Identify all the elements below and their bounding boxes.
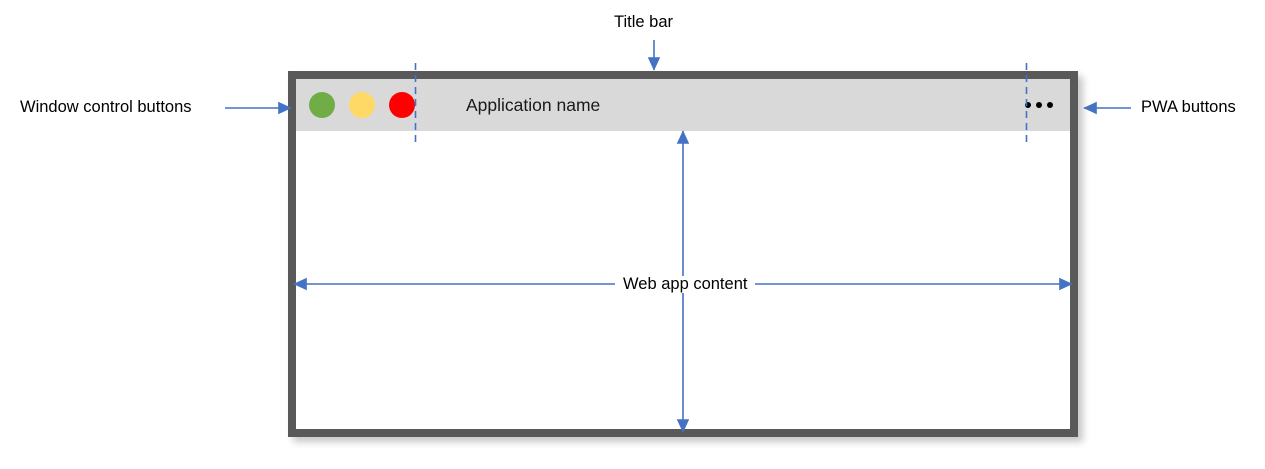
application-window: Application name <box>288 71 1078 437</box>
window-control-buttons <box>309 92 415 118</box>
green-window-button[interactable] <box>309 92 335 118</box>
annotation-label-window-control-buttons: Window control buttons <box>20 98 192 116</box>
title-bar: Application name <box>296 79 1070 131</box>
yellow-window-button[interactable] <box>349 92 375 118</box>
ellipsis-dot <box>1036 102 1042 108</box>
red-window-button[interactable] <box>389 92 415 118</box>
annotation-label-title-bar: Title bar <box>614 13 673 31</box>
ellipsis-dot <box>1047 102 1053 108</box>
annotation-label-web-app-content: Web app content <box>615 276 756 293</box>
ellipsis-icon[interactable] <box>1022 98 1056 112</box>
annotation-label-pwa-buttons: PWA buttons <box>1141 98 1236 116</box>
application-name-text: Application name <box>466 94 601 115</box>
ellipsis-dot <box>1025 102 1031 108</box>
